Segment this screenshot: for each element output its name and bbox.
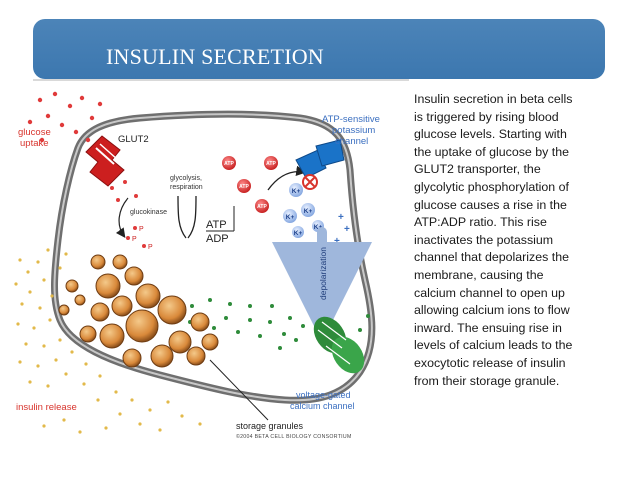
svg-text:ATP: ATP <box>224 161 234 167</box>
svg-text:+: + <box>344 224 350 235</box>
insulin-release-label: insulin release <box>16 402 77 413</box>
glycolysis-label: glycolysis, respiration <box>170 175 203 191</box>
svg-text:respiration: respiration <box>170 184 203 191</box>
svg-text:ATP: ATP <box>266 161 276 167</box>
svg-text:ADP: ADP <box>206 233 229 245</box>
body-line: glucose causes a rise in the <box>414 197 567 212</box>
svg-text:+: + <box>334 236 340 247</box>
svg-text:P: P <box>139 226 144 233</box>
potassium-ions: K+ K+ K+ K+ K+ <box>283 183 324 238</box>
glucose-molecules <box>27 91 138 202</box>
svg-text:ATP: ATP <box>206 219 227 231</box>
body-line: calcium channel to open up <box>414 285 565 300</box>
svg-text:P: P <box>132 236 137 243</box>
title-divider <box>33 79 409 81</box>
glycolysis-arrow <box>177 195 187 239</box>
glucose-uptake-label: glucose uptake <box>18 127 51 149</box>
body-line: levels of calcium leads to the <box>414 338 573 353</box>
body-line: glucose levels. Starting with <box>414 127 567 142</box>
svg-text:glycolysis,: glycolysis, <box>170 175 202 182</box>
svg-text:+: + <box>340 282 346 293</box>
svg-text:K+: K+ <box>314 224 323 231</box>
svg-text:ATP-sensitive: ATP-sensitive <box>322 114 380 125</box>
glucokinase-label: glucokinase <box>130 209 167 216</box>
svg-text:uptake: uptake <box>20 138 49 149</box>
title-band <box>33 19 605 79</box>
glut2-label: GLUT2 <box>118 134 149 145</box>
depolarization-arrow: depolarization <box>272 227 372 342</box>
storage-granules-label: storage granules <box>236 421 304 431</box>
glycolysis-arrow <box>187 195 197 239</box>
vg-channel-label: voltage-gated calcium channel <box>290 390 355 411</box>
granule-exocytosis <box>58 279 86 316</box>
slide-title: INSULIN SECRETION <box>106 44 324 69</box>
body-line: GLUT2 transporter, the <box>414 162 541 177</box>
svg-text:potassium: potassium <box>332 125 375 136</box>
atp-adp-label: ATP ADP <box>206 219 229 245</box>
body-line: the uptake of glucose by the <box>414 144 569 159</box>
body-text: Insulin secretion in beta cells is trigg… <box>414 91 612 390</box>
svg-text:+: + <box>346 246 352 257</box>
svg-text:K+: K+ <box>304 208 313 215</box>
atp-molecules: ATP ATP ATP ATP <box>222 156 278 213</box>
body-line: is triggered by rising blood <box>414 109 559 124</box>
body-line: exocytotic release of insulin <box>414 355 566 370</box>
body-line: ATP:ADP ratio. This rise <box>414 215 547 230</box>
phosphate-groups: P P P <box>126 226 153 251</box>
svg-text:ATP: ATP <box>257 204 267 210</box>
svg-text:K+: K+ <box>292 188 301 195</box>
svg-text:P: P <box>148 244 153 251</box>
svg-text:+: + <box>338 212 344 223</box>
atp-sensitive-k-channel <box>295 139 345 190</box>
beta-cell-diagram: glucose uptake GLUT2 glycolysis, respira… <box>14 91 380 440</box>
body-line: allowing calcium ions to flow <box>414 303 570 318</box>
body-line: channel that depolarizes the <box>414 250 569 265</box>
storage-granules <box>79 254 219 368</box>
granule-leader-line <box>209 359 269 421</box>
atp-channel-label: ATP-sensitive potassium channel <box>322 114 380 147</box>
body-line: from their storage granule. <box>414 373 560 388</box>
body-line: Insulin secretion in beta cells <box>414 92 573 106</box>
svg-text:+: + <box>338 258 344 269</box>
svg-text:depolarization: depolarization <box>318 247 328 300</box>
svg-text:calcium channel: calcium channel <box>290 401 355 411</box>
svg-text:+: + <box>350 270 356 281</box>
svg-text:ATP: ATP <box>239 184 249 190</box>
insulin-particles <box>14 248 202 434</box>
glucokinase-arrow <box>115 197 129 238</box>
body-line: membrane, causing the <box>414 267 544 282</box>
svg-text:voltage-gated: voltage-gated <box>296 390 351 400</box>
body-line: inward. The ensuing rise in <box>414 320 562 335</box>
svg-text:channel: channel <box>335 136 368 147</box>
body-line: inactivates the potassium <box>414 232 554 247</box>
voltage-gated-ca-channel <box>313 316 365 374</box>
svg-text:glucose: glucose <box>18 127 51 138</box>
svg-text:K+: K+ <box>286 214 295 221</box>
body-line: glycolytic phosphorylation of <box>414 179 569 194</box>
copyright-label: ©2004 BETA CELL BIOLOGY CONSORTIUM <box>236 433 352 440</box>
glut2-transporter: GLUT2 <box>85 134 149 187</box>
svg-text:K+: K+ <box>294 230 303 237</box>
atp-to-channel-arrow <box>267 165 307 191</box>
